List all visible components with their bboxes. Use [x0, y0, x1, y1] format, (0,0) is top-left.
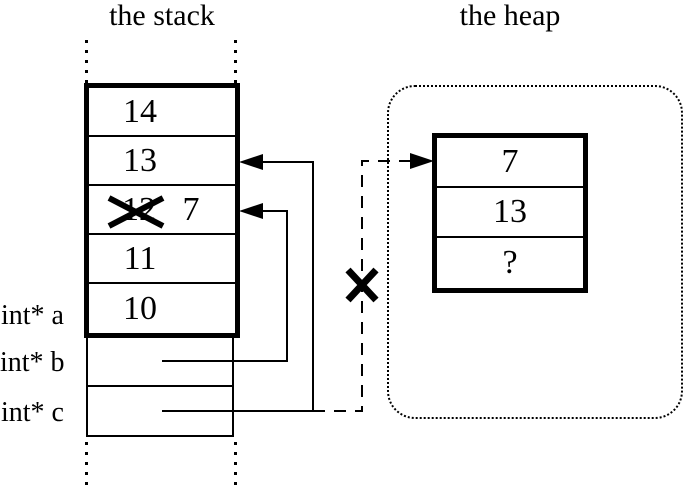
stack-cell-value: 11	[123, 239, 157, 277]
invalid-pointer-x-icon	[345, 267, 379, 303]
stack-cell-new-value: 7	[182, 190, 200, 228]
stack-guide-bottom-left	[85, 442, 88, 487]
stack-title: the stack	[109, 0, 215, 32]
stack-cell-pointer-b	[88, 338, 232, 387]
variable-label-a: int* a	[1, 300, 64, 331]
pointer-b-arrowhead-icon	[239, 203, 263, 219]
variable-label-c: int* c	[1, 397, 64, 428]
pointer-c-arrowhead-icon	[239, 154, 263, 170]
stack-cell: 11	[89, 235, 235, 284]
heap-cell-value: ?	[502, 244, 518, 281]
stack-guide-top-left	[85, 40, 88, 84]
stack-pointer-rows	[86, 338, 234, 437]
stack-cell-value: 13	[123, 141, 157, 179]
stack-cell-overwritten: 12 7	[89, 186, 235, 235]
stack-box: 14 13 12 7 11 10	[84, 83, 240, 338]
heap-title: the heap	[459, 0, 561, 32]
variable-label-b: int* b	[0, 347, 65, 378]
stack-cell-pointer-c	[88, 387, 232, 436]
heap-cell: 7	[437, 138, 583, 188]
heap-cell: 13	[437, 188, 583, 238]
heap-cell: ?	[437, 238, 583, 288]
stack-cell: 10	[89, 284, 235, 333]
heap-cell-value: 13	[493, 193, 527, 230]
stack-cell: 13	[89, 137, 235, 186]
heap-box: 7 13 ?	[432, 133, 588, 293]
stack-guide-bottom-right	[234, 442, 237, 487]
stack-guide-top-right	[234, 40, 237, 84]
heap-cell-value: 7	[501, 143, 519, 180]
stack-cell-old-value: 12	[122, 190, 156, 228]
stack-cell-value: 10	[123, 289, 157, 327]
stack-cell-value: 14	[123, 92, 157, 130]
stack-cell: 14	[89, 88, 235, 137]
